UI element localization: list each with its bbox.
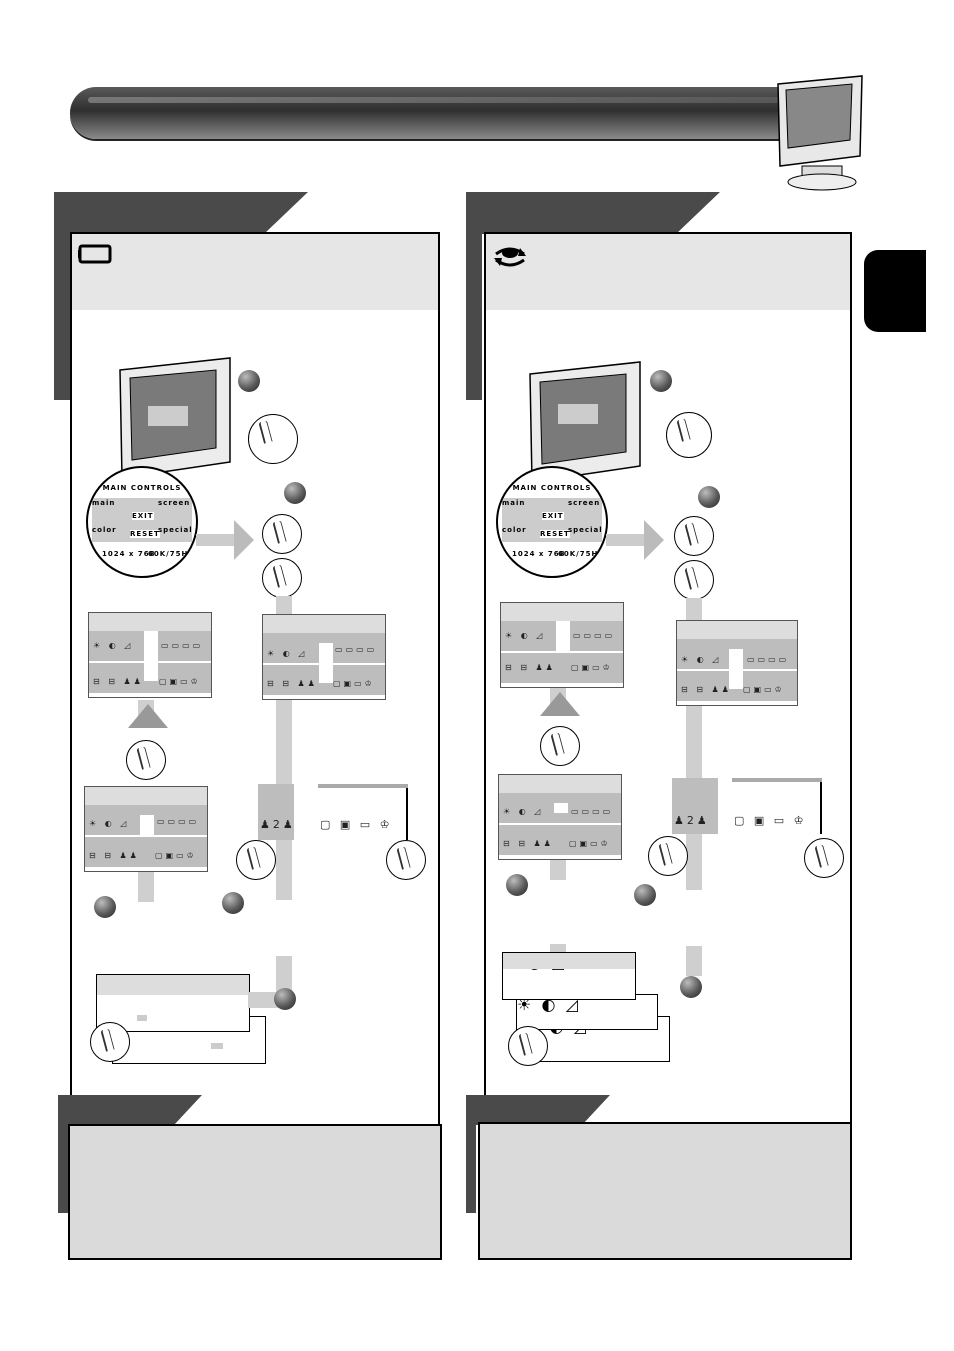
osd-panel: ☀ ◐ ◿▭▭▭▭ ⊟ ⊟ ♟♟▢▣▭♔ bbox=[84, 786, 208, 872]
osd-panel: ☀ ◐ ◿▭▭▭▭ ⊟ ⊟ ♟♟▢▣▭♔ bbox=[88, 612, 212, 698]
arrow-right-icon bbox=[196, 520, 254, 560]
finger-press-icon bbox=[804, 838, 844, 878]
finger-press-icon bbox=[508, 1026, 548, 1066]
chapter-tab bbox=[864, 250, 926, 332]
frequency-label: 60K/75HZ bbox=[558, 550, 605, 558]
left-monitor bbox=[119, 357, 231, 479]
screen-label: screen bbox=[158, 499, 191, 507]
left-note-box bbox=[68, 1124, 442, 1260]
right-magnifier: MAIN CONTROLS main screen EXIT color RES… bbox=[496, 466, 608, 578]
finger-press-icon bbox=[540, 726, 580, 766]
finger-press-icon bbox=[674, 560, 714, 600]
frequency-label: 60K/75HZ bbox=[148, 550, 195, 558]
monitor-illustration bbox=[777, 75, 863, 191]
left-section-header bbox=[72, 234, 438, 310]
osd-panel: ☀ ◐ ◿▭▭▭▭ ⊟ ⊟ ♟♟▢▣▭♔ bbox=[262, 614, 386, 700]
rotate-arrow-icon bbox=[494, 247, 526, 267]
track bbox=[550, 944, 566, 952]
stacked-window: ☀ ◐ ◿ bbox=[502, 952, 636, 1000]
finger-press-icon bbox=[666, 412, 712, 458]
reset-label: RESET bbox=[130, 530, 160, 538]
track bbox=[138, 870, 154, 902]
finger-press-icon bbox=[648, 836, 688, 876]
right-monitor bbox=[529, 361, 641, 483]
arrow-up-icon bbox=[128, 704, 168, 728]
exit-label: EXIT bbox=[132, 512, 154, 520]
finger-press-icon bbox=[674, 516, 714, 556]
finger-press-icon bbox=[126, 740, 166, 780]
right-note-box bbox=[478, 1122, 852, 1260]
track bbox=[550, 858, 566, 880]
stacked-window bbox=[96, 974, 250, 1032]
arrow-right-icon bbox=[606, 520, 664, 560]
step-ball bbox=[238, 370, 260, 392]
reset-label: RESET bbox=[540, 530, 570, 538]
track bbox=[276, 956, 292, 994]
finger-press-icon bbox=[248, 414, 298, 464]
main-label: main bbox=[502, 499, 526, 507]
step-ball bbox=[284, 482, 306, 504]
main-controls-label: MAIN CONTROLS bbox=[512, 484, 592, 492]
osd-panel: ☀ ◐ ◿▭▭▭▭ ⊟ ⊟ ♟♟▢▣▭♔ bbox=[500, 602, 624, 688]
left-magnifier: MAIN CONTROLS main screen EXIT color RES… bbox=[86, 466, 198, 578]
special-label: special bbox=[158, 526, 193, 534]
exit-label: EXIT bbox=[542, 512, 564, 520]
finger-press-icon bbox=[262, 514, 302, 554]
main-controls-label: MAIN CONTROLS bbox=[102, 484, 182, 492]
special-label: special bbox=[568, 526, 603, 534]
osd-panel: ☀ ◐ ◿▭▭▭▭ ⊟ ⊟ ♟♟▢▣▭♔ bbox=[676, 620, 798, 706]
title-bar bbox=[70, 87, 790, 139]
osd-zoom-panel: ♟2♟ ▢ ▣ ▭ ♔ bbox=[672, 778, 822, 834]
step-ball bbox=[634, 884, 656, 906]
track bbox=[686, 946, 702, 976]
osd-zoom-panel: ♟2♟ ▢ ▣ ▭ ♔ bbox=[258, 784, 408, 840]
step-ball bbox=[222, 892, 244, 914]
step-ball bbox=[506, 874, 528, 896]
finger-press-icon bbox=[262, 558, 302, 598]
track bbox=[248, 992, 278, 1008]
battery-rectangle-icon bbox=[78, 244, 112, 264]
screen-label: screen bbox=[568, 499, 601, 507]
step-ball bbox=[698, 486, 720, 508]
step-ball bbox=[680, 976, 702, 998]
color-label: color bbox=[92, 526, 117, 534]
right-section-header bbox=[486, 234, 850, 310]
main-label: main bbox=[92, 499, 116, 507]
step-ball bbox=[94, 896, 116, 918]
color-label: color bbox=[502, 526, 527, 534]
step-ball bbox=[274, 988, 296, 1010]
track bbox=[686, 598, 702, 622]
arrow-up-icon bbox=[540, 692, 580, 716]
step-ball bbox=[650, 370, 672, 392]
osd-panel: ☀ ◐ ◿▭▭▭▭ ⊟ ⊟ ♟♟▢▣▭♔ bbox=[498, 774, 622, 860]
finger-press-icon bbox=[90, 1022, 130, 1062]
resolution-label: 1024 x 768 bbox=[102, 550, 156, 558]
track bbox=[276, 596, 292, 616]
finger-press-icon bbox=[386, 840, 426, 880]
resolution-label: 1024 x 768 bbox=[512, 550, 566, 558]
finger-press-icon bbox=[236, 840, 276, 880]
